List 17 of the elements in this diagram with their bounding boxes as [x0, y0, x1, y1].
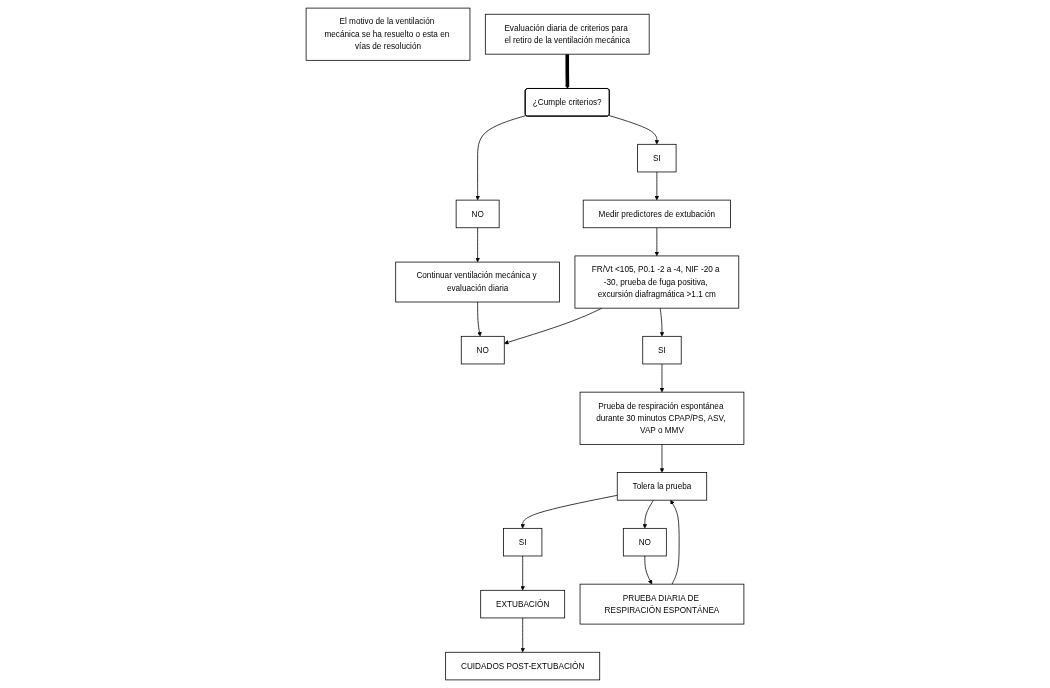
node-box: EXTUBACIÓN — [480, 589, 566, 619]
arrow — [565, 54, 570, 89]
node-box: SI — [503, 527, 543, 557]
node-box: Prueba de respiración espontánea durante 30 minutos CPAP/PS, ASV, VAP o MMV — [579, 391, 745, 445]
node-box: Continuar ventilación mecánica y evaluación diaria — [395, 261, 560, 303]
node-box: SI — [637, 143, 677, 173]
node-box: PRUEBA DIARIA DE RESPIRACIÓN ESPONTÁNEA — [579, 583, 745, 625]
node-box: NO — [455, 199, 500, 229]
node-box: SI — [642, 335, 682, 365]
node-box: CUIDADOS POST-EXTUBACIÓN — [445, 651, 601, 681]
node-box: Evaluación diaria de criterios para el retiro de la ventilación mecánica — [484, 13, 650, 55]
node-box: El motivo de la ventilación mecánica se ha resuelto o esta en vías de resolución — [305, 7, 471, 61]
node-box: NO — [460, 335, 505, 365]
node-box: NO — [622, 527, 667, 557]
node-box: FR/Vt <105, P0.1 -2 a -4, NIF -20 a -30, prueba de fuga positiva, excursión diafragmática >1.1 cm — [574, 255, 740, 309]
node-box: Medir predictores de extubación — [582, 199, 731, 229]
node-box: Tolera la prueba — [616, 472, 708, 501]
